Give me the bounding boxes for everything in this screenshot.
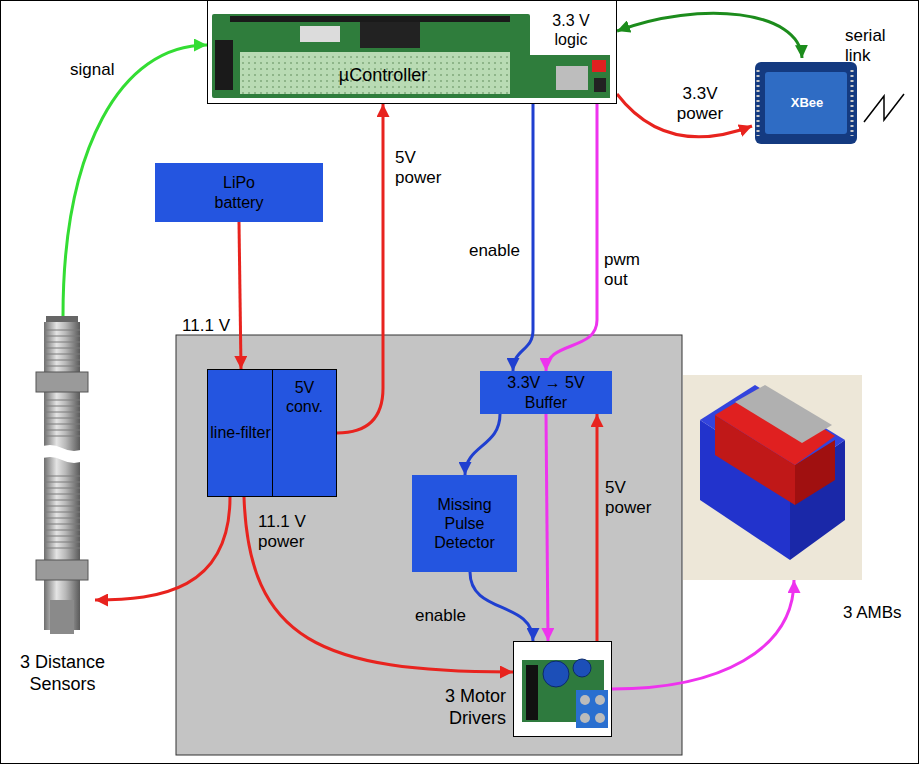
connector-label: 11.1 V power xyxy=(258,512,314,553)
bearing-picture: 3 AMBs xyxy=(683,375,862,580)
pwm-arrow xyxy=(546,104,597,371)
node-label: 5V conv. xyxy=(282,378,327,416)
xbee-photo xyxy=(755,62,857,144)
bearing-model xyxy=(683,375,862,580)
sensor-photo xyxy=(50,600,74,634)
buffer-box: 3.3V → 5V Buffer xyxy=(480,371,612,414)
enable-arrow xyxy=(470,572,533,641)
radio-wave-symbol xyxy=(864,94,904,122)
power-arrow xyxy=(239,222,241,369)
node-label: 3 Motor Drivers xyxy=(402,686,506,729)
connector-label: 5V power xyxy=(605,478,661,519)
detector-box: Missing Pulse Detector xyxy=(412,475,517,572)
serial-arrow xyxy=(617,13,802,58)
sensor-photo xyxy=(36,560,88,580)
controller-photo xyxy=(207,0,617,104)
connector-label: enable xyxy=(458,241,520,261)
controller-photo xyxy=(215,40,233,90)
controller-board: 3.3 V logic µController xyxy=(207,0,617,104)
sensor-photo xyxy=(36,372,88,392)
controller-photo xyxy=(360,22,420,48)
driver-board: 3 Motor Drivers xyxy=(513,641,612,737)
connector-label: 5V power xyxy=(395,148,451,189)
filter-box: line-filter xyxy=(207,369,274,497)
controller-photo xyxy=(212,14,530,98)
node-label: 3.3 V logic xyxy=(538,11,604,49)
xbee-photo xyxy=(765,72,847,134)
power-arrow xyxy=(337,104,383,433)
connector-label: 3.3V power xyxy=(672,84,728,125)
connector-label: signal xyxy=(70,60,120,80)
controller-photo xyxy=(230,16,510,22)
controller-photo xyxy=(528,55,610,98)
controller-photo xyxy=(240,52,510,94)
node-label: LiPo battery xyxy=(199,173,279,211)
node-label: Missing Pulse Detector xyxy=(425,495,505,553)
sensor-photo xyxy=(44,322,80,630)
connector-label: pwm out xyxy=(604,250,654,291)
power-arrow xyxy=(95,497,230,600)
bearing-model xyxy=(735,385,832,443)
sensor-photo xyxy=(38,445,86,463)
sensor-photo xyxy=(44,330,80,548)
pwm-arrow xyxy=(546,414,548,641)
driver-photo xyxy=(526,665,538,720)
node-label: µController xyxy=(308,65,458,87)
pwm-arrow xyxy=(612,580,794,689)
electronics-housing xyxy=(176,335,682,755)
xbee-photo xyxy=(755,62,857,144)
connector-label: enable xyxy=(410,606,466,626)
battery-box: LiPo battery xyxy=(155,163,323,222)
controller-photo xyxy=(556,66,588,90)
driver-photo xyxy=(543,661,569,687)
bearing-model xyxy=(683,375,862,580)
converter-box: 5V conv. xyxy=(272,369,337,497)
controller-photo xyxy=(594,78,606,92)
controller-photo xyxy=(207,0,617,104)
driver-photo xyxy=(595,713,605,723)
driver-photo xyxy=(576,690,608,728)
enable-arrow xyxy=(513,104,533,371)
driver-photo xyxy=(573,659,591,677)
controller-photo xyxy=(592,60,606,72)
node-label: line-filter xyxy=(210,423,270,442)
controller-photo xyxy=(300,26,340,42)
driver-photo xyxy=(513,641,612,737)
driver-photo xyxy=(595,695,605,705)
power-arrow xyxy=(596,414,599,641)
driver-photo xyxy=(513,641,612,737)
connector-label: 11.1 V xyxy=(174,316,230,336)
sensor-photo xyxy=(36,316,88,634)
sensor-picture: 3 Distance Sensors xyxy=(30,316,95,635)
driver-photo xyxy=(580,695,590,705)
radio-module: XBee xyxy=(752,58,862,148)
node-label: 3.3V → 5V Buffer xyxy=(501,373,591,411)
xbee-photo xyxy=(758,70,852,136)
node-label: XBee xyxy=(791,95,824,111)
driver-photo xyxy=(580,713,590,723)
node-label: 3 Distance Sensors xyxy=(10,652,115,695)
connector-label: serial link xyxy=(845,26,901,67)
node-label: 3 AMBs xyxy=(843,603,913,623)
enable-arrow xyxy=(465,414,500,475)
